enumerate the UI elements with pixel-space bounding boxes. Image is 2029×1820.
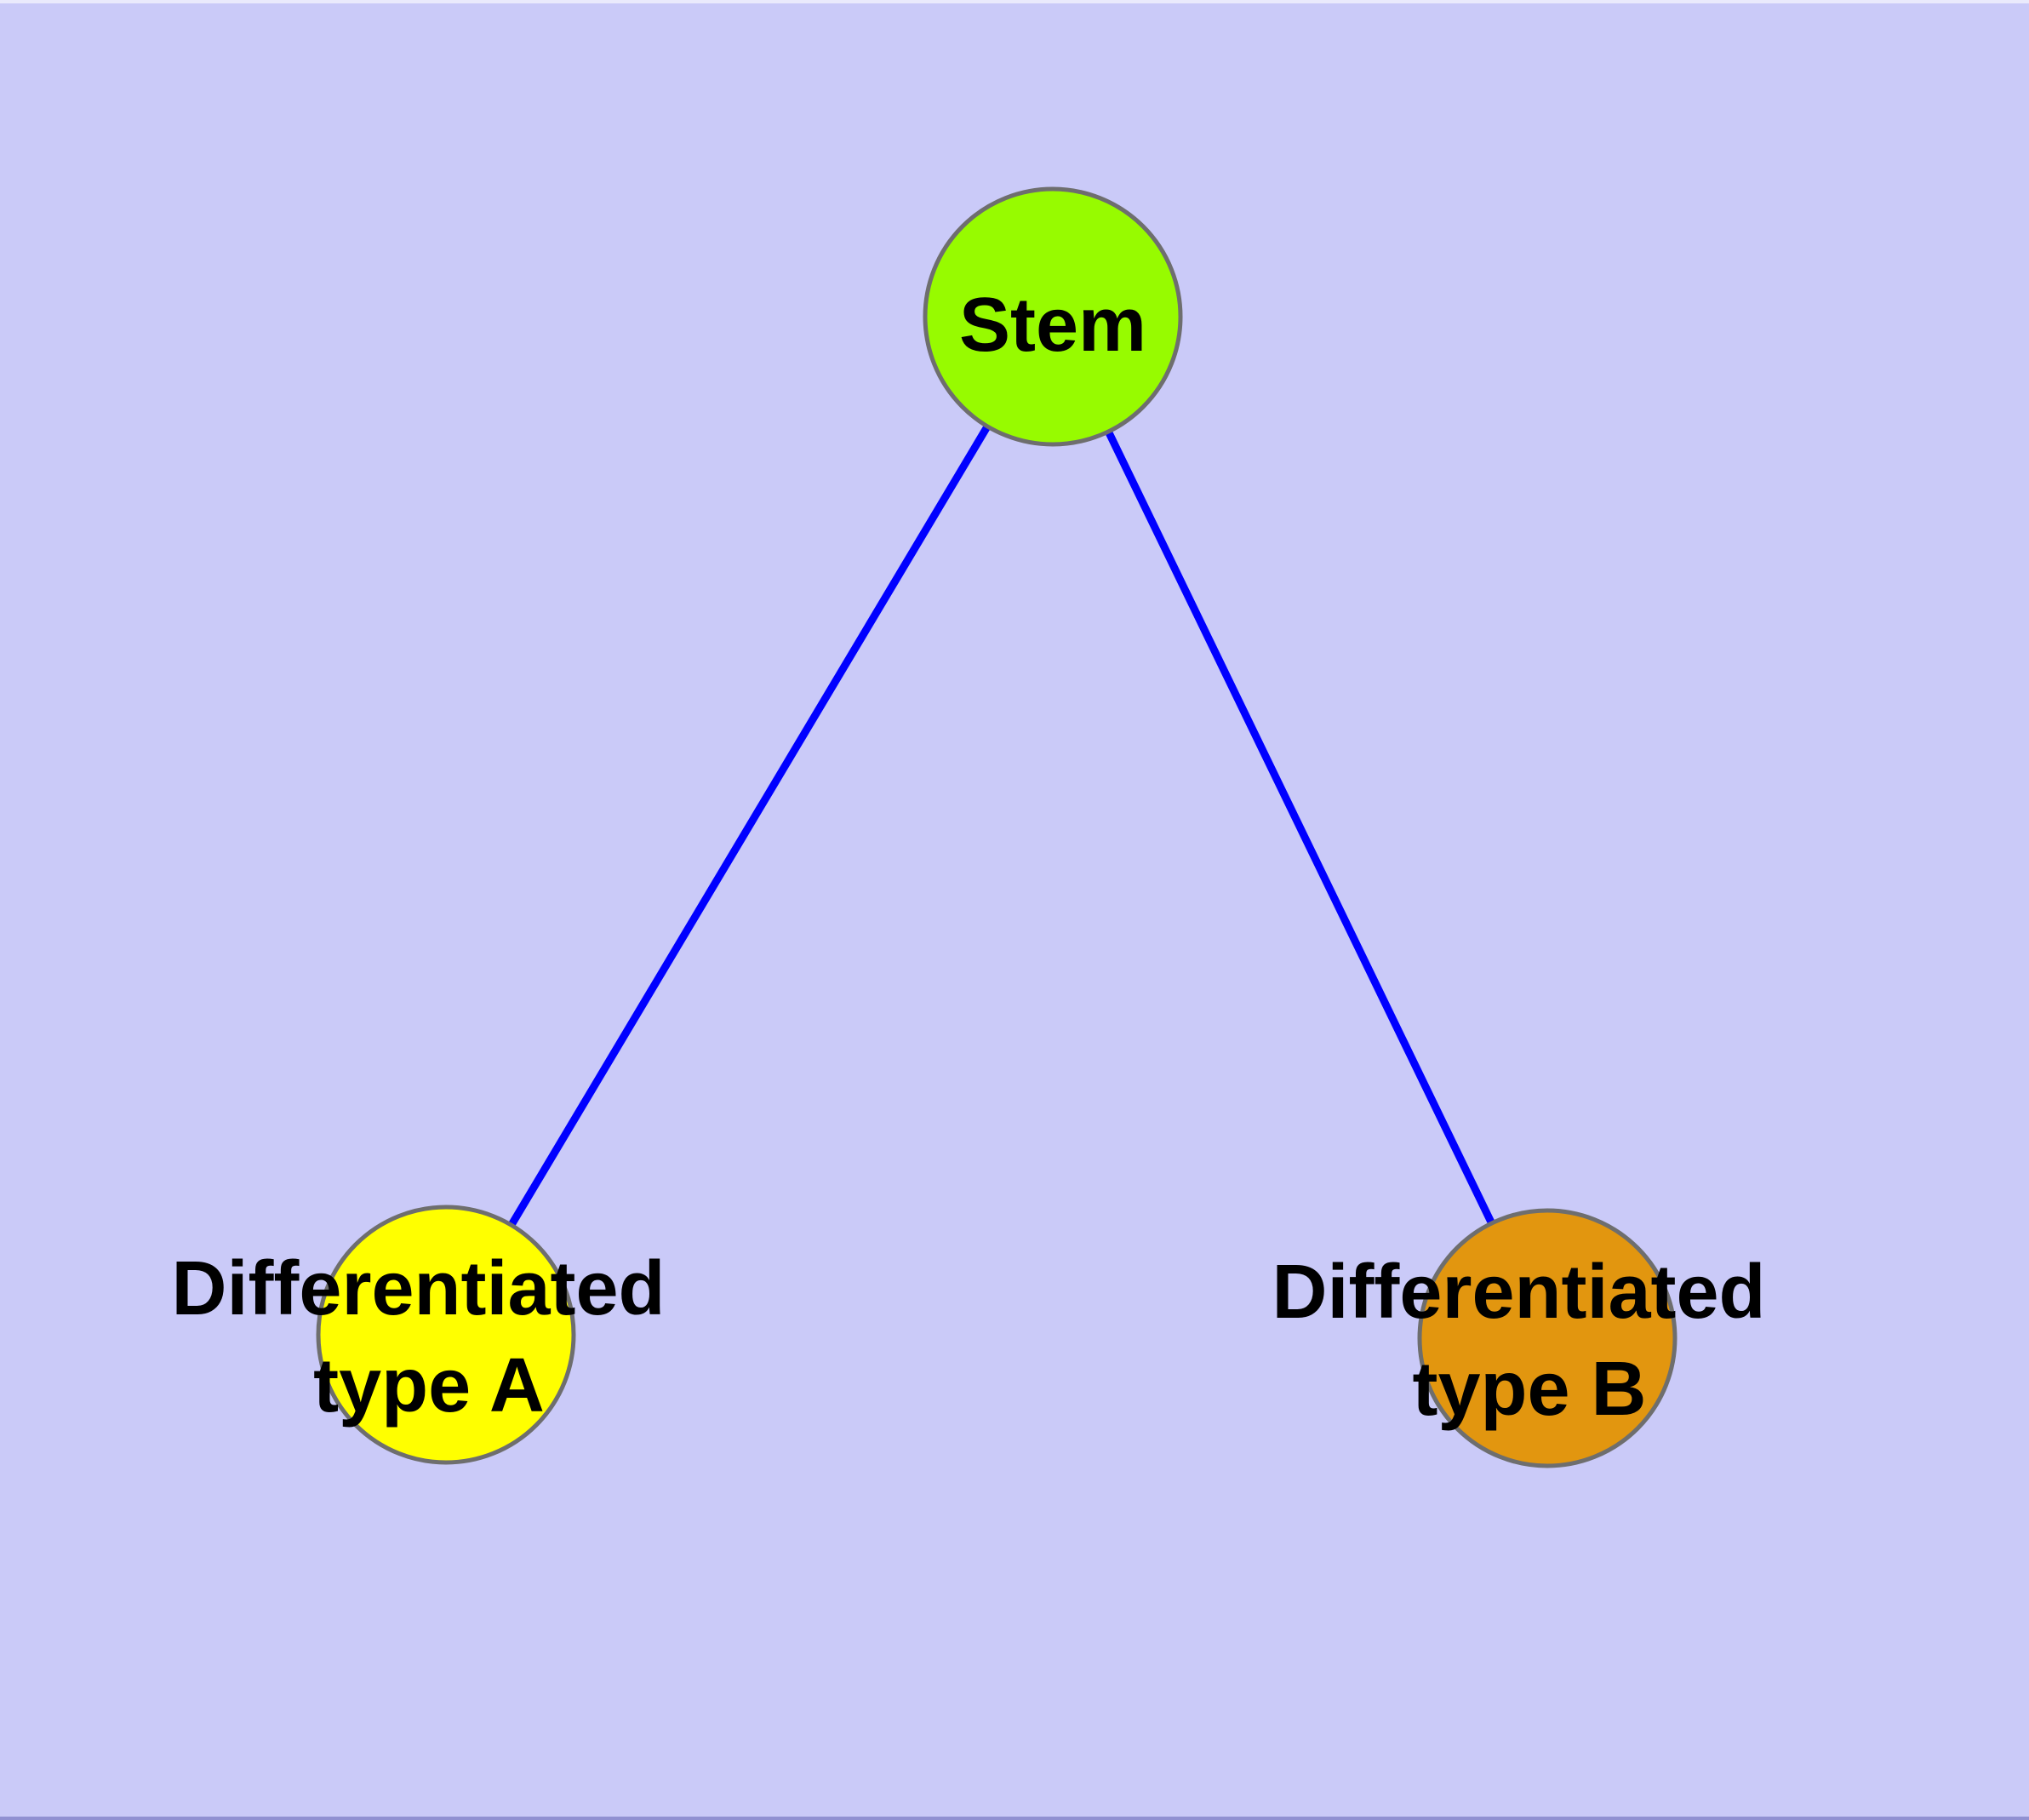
node-type-a-label: Differentiated type A — [171, 1246, 686, 1428]
node-type-a-label-line2: type A — [313, 1343, 545, 1428]
window-bottom-edge — [0, 1817, 2029, 1820]
node-differentiated-type-a — [316, 1205, 576, 1465]
node-layer — [316, 186, 1677, 1468]
label-layer: Stem Differentiated type A Differentiate… — [171, 283, 1786, 1432]
window-top-edge — [0, 0, 2029, 3]
node-type-a-label-line1: Differentiated — [171, 1246, 665, 1331]
node-type-b-label-line1: Differentiated — [1272, 1250, 1765, 1335]
node-stem-label: Stem — [959, 283, 1146, 368]
node-type-b-label-line2: type B — [1412, 1347, 1646, 1432]
edge-stem-to-type-a — [443, 314, 1056, 1337]
node-stem — [923, 186, 1183, 447]
node-type-b-label: Differentiated type B — [1272, 1250, 1786, 1432]
node-differentiated-type-b — [1417, 1208, 1677, 1468]
edge-layer — [443, 314, 1552, 1340]
edge-stem-to-type-b — [1049, 315, 1552, 1340]
